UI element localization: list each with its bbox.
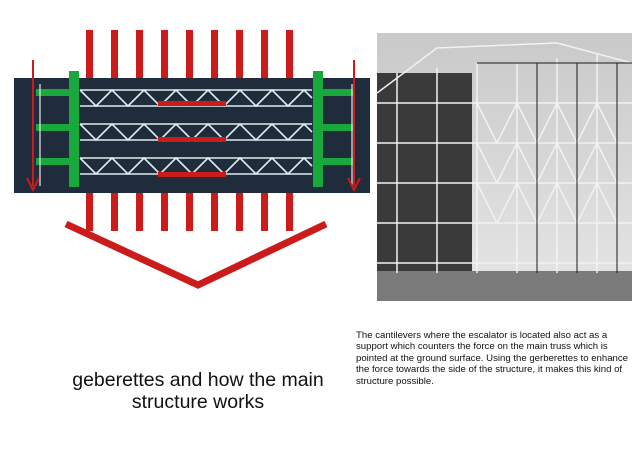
bottom-force-arrows bbox=[86, 193, 293, 231]
diagram-caption: geberettes and how the main structure wo… bbox=[10, 369, 386, 413]
structure-photo bbox=[377, 33, 632, 301]
edge-columns bbox=[39, 84, 353, 186]
description-text: The cantilevers where the escalator is l… bbox=[356, 330, 629, 387]
resultant-chevron bbox=[64, 220, 328, 289]
gerberettes bbox=[36, 71, 354, 187]
caption-line-2: structure works bbox=[131, 391, 265, 413]
side-down-arrows bbox=[26, 60, 361, 193]
top-load-arrows bbox=[86, 30, 293, 78]
force-diagram bbox=[14, 30, 370, 289]
caption-line-1: geberettes and how the main bbox=[72, 369, 324, 391]
truss-load-bars bbox=[158, 101, 226, 177]
